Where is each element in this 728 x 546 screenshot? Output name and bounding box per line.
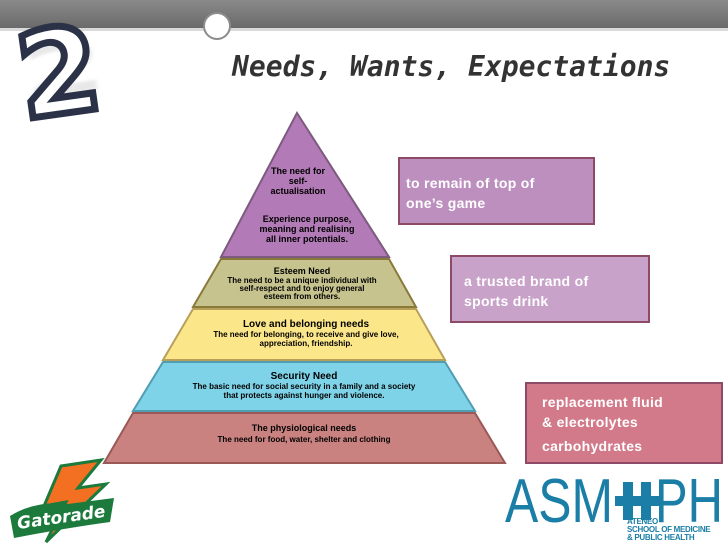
pyramid-level-2-line: self-respect and to enjoy general bbox=[240, 284, 365, 293]
pyramid-level-3-title: Love and belonging needs bbox=[243, 319, 370, 330]
gatorade-logo: Gatorade bbox=[10, 458, 114, 544]
asmph-subtitle-line: & PUBLIC HEALTH bbox=[627, 533, 695, 542]
pyramid-level-self-actualisation bbox=[219, 111, 391, 258]
pyramid-level-1-line: actualisation bbox=[270, 186, 325, 196]
pyramid-level-love bbox=[161, 308, 447, 361]
asmph-wordmark-right: PH bbox=[655, 474, 723, 536]
callout-text: carbohydrates bbox=[542, 438, 643, 454]
pyramid-level-4-title: Security Need bbox=[271, 371, 338, 382]
pyramid-level-2-title: Esteem Need bbox=[274, 266, 331, 276]
pyramid-level-5-title: The physiological needs bbox=[252, 423, 357, 433]
pyramid-level-2-line: esteem from others. bbox=[264, 292, 340, 301]
pyramid-level-security bbox=[131, 361, 477, 412]
callout-text: replacement fluid bbox=[542, 394, 664, 410]
asmph-logo: ASM PH ATENEO SCHOOL OF MEDICINE & PUBLI… bbox=[505, 474, 725, 546]
pyramid-level-esteem bbox=[191, 258, 418, 308]
callout-physiological: replacement fluid & electrolytes carbohy… bbox=[525, 382, 723, 464]
pyramid-level-2-line: The need to be a unique individual with bbox=[227, 276, 376, 285]
callout-self-actualisation: to remain of top of one’s game bbox=[398, 157, 595, 225]
asmph-subtitle-line: SCHOOL OF MEDICINE bbox=[627, 525, 711, 534]
pyramid-level-1-line: all inner potentials. bbox=[266, 234, 348, 244]
asmph-subtitle: ATENEO SCHOOL OF MEDICINE & PUBLIC HEALT… bbox=[627, 517, 711, 542]
callout-text: to remain of top of bbox=[406, 175, 535, 191]
pyramid-level-1-line: Experience purpose, bbox=[263, 214, 352, 224]
top-bar bbox=[0, 0, 728, 28]
callout-text: sports drink bbox=[464, 293, 549, 309]
pyramid-level-1-line: self- bbox=[289, 176, 308, 186]
callout-text: one’s game bbox=[406, 195, 486, 211]
asmph-wordmark-left: ASM bbox=[505, 474, 613, 536]
pyramid-level-5-line: The need for food, water, shelter and cl… bbox=[218, 435, 391, 444]
pyramid-level-3-line: appreciation, friendship. bbox=[260, 339, 353, 348]
pyramid-level-1-line: meaning and realising bbox=[259, 224, 354, 234]
asmph-subtitle-line: ATENEO bbox=[627, 517, 658, 526]
callout-text: & electrolytes bbox=[542, 414, 639, 430]
top-bar-divider bbox=[0, 28, 728, 31]
slide-decoration-circle bbox=[203, 12, 231, 40]
pyramid-level-4-line: that protects against hunger and violenc… bbox=[224, 391, 385, 400]
slide-title: Needs, Wants, Expectations bbox=[232, 50, 671, 83]
pyramid-level-physiological bbox=[102, 412, 507, 464]
pyramid-level-4-line: The basic need for social security in a … bbox=[193, 382, 416, 391]
callout-esteem: a trusted brand of sports drink bbox=[450, 255, 650, 323]
callout-text: a trusted brand of bbox=[464, 273, 589, 289]
pyramid-level-1-line: The need for bbox=[271, 166, 326, 176]
pyramid-level-3-line: The need for belonging, to receive and g… bbox=[213, 330, 398, 339]
